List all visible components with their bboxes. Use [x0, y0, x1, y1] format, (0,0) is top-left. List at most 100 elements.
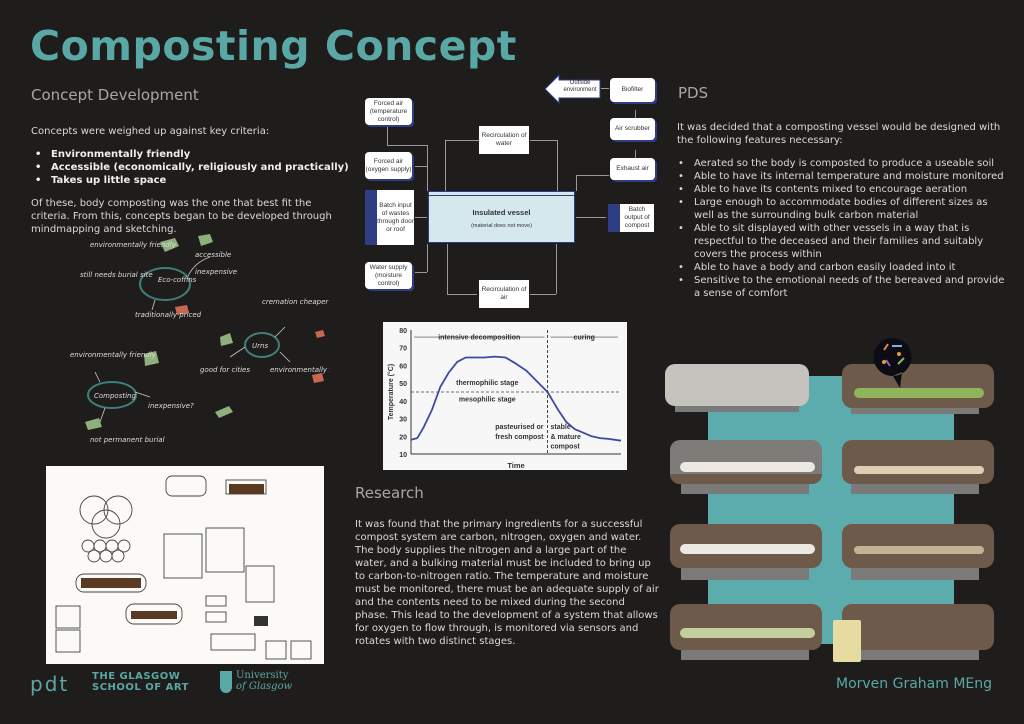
compost-bag-icon: [833, 620, 861, 662]
box-insulated-vessel: Insulated vessel (material does not move…: [428, 191, 575, 243]
annotation-fresh-compost: fresh compost: [495, 434, 544, 441]
pds-heading: PDS: [678, 84, 709, 102]
box-forced-air-oxygen: Forced air (oxygen supply): [365, 152, 412, 179]
pds-item: Able to have its contents mixed to encou…: [678, 183, 1007, 196]
y-tick-label: 50: [399, 381, 407, 388]
annotation-fresh-compost: pasteurised or: [495, 424, 544, 431]
research-heading: Research: [355, 484, 424, 502]
teal-backdrop: [708, 376, 954, 644]
pds-list: Aerated so the body is composted to prod…: [677, 157, 1007, 300]
microbes-callout-icon: [873, 338, 912, 388]
research-body: It was found that the primary ingredient…: [355, 519, 659, 647]
flow-diagram: Forced air (temperature control) Forced …: [355, 70, 665, 310]
empty-vessel-lid: [665, 364, 809, 406]
criteria-item: Accessible (economically, religiously an…: [35, 161, 351, 174]
pds-section: It was decided that a composting vessel …: [677, 121, 1007, 300]
y-tick-label: 30: [399, 417, 407, 424]
x-axis-label: Time: [507, 461, 524, 470]
pdt-logo: pdt: [30, 672, 70, 696]
threshold-label-above: thermophilic stage: [456, 380, 518, 387]
gsa-logo-line: THE GLASGOW: [92, 671, 181, 682]
pds-item: Sensitive to the emotional needs of the …: [678, 274, 1007, 300]
pds-item: Aerated so the body is composted to prod…: [678, 157, 1007, 170]
mindmap-note: environmentally friendly: [270, 366, 330, 374]
sketch-sheet: [46, 466, 324, 664]
body-silhouette: [680, 544, 815, 554]
mindmap-note: environmentally friendly: [70, 351, 157, 359]
pds-item: Large enough to accommodate bodies of di…: [678, 196, 1007, 222]
y-tick-label: 20: [399, 434, 407, 441]
concept-development-section: Concepts were weighed up against key cri…: [31, 125, 351, 236]
gsa-logo-line: SCHOOL OF ART: [92, 682, 189, 693]
mindmap-note: not permanent burial: [90, 436, 165, 444]
box-air-scrubber: Air scrubber: [610, 118, 655, 140]
box-forced-air-temperature: Forced air (temperature control): [365, 98, 412, 125]
annotation-intensive: intensive decomposition: [438, 335, 520, 342]
mindmap-note: environmentally friendly: [90, 241, 177, 249]
mindmap-node-ring: [139, 267, 191, 301]
page-title: Composting Concept: [30, 22, 517, 70]
y-tick-label: 10: [399, 452, 407, 459]
mindmap-note: still needs burial site: [80, 271, 153, 279]
body-silhouette: [854, 466, 984, 474]
vessel-tile-stage-5: [842, 524, 994, 568]
concept-intro: Concepts were weighed up against key cri…: [31, 126, 270, 137]
mindmap-note: accessible: [195, 251, 231, 259]
body-silhouette: [680, 462, 815, 472]
mindmap-label: Urns: [252, 342, 268, 350]
gsa-logo: THE GLASGOW SCHOOL OF ART: [92, 671, 189, 693]
uog-logo: University of Glasgow: [236, 670, 292, 692]
y-tick-label: 60: [399, 363, 407, 370]
vessel-tile-stage-1: [842, 364, 994, 408]
box-recirculation-water: Recirculation of water: [479, 126, 529, 154]
box-biofilter: Biofilter: [610, 78, 655, 102]
mindmap-label: Composting: [94, 392, 136, 400]
box-recirculation-air: Recirculation of air: [479, 280, 529, 308]
threshold-label-below: mesophilic stage: [459, 397, 516, 404]
vessel-tile-stage-2: [670, 440, 822, 484]
mindmap-note: inexpensive?: [148, 402, 194, 410]
uog-logo-line: of Glasgow: [236, 681, 293, 692]
annotation-curing: curing: [574, 335, 595, 342]
concept-conclusion: Of these, body composting was the one th…: [31, 198, 332, 235]
mindmap-node-ring: [244, 332, 280, 358]
mindmap-note: traditionally priced: [135, 311, 202, 319]
vessel-subtitle: (material does not move): [471, 223, 532, 229]
concept-sketches: [55, 475, 312, 660]
criteria-item: Environmentally friendly: [35, 148, 351, 161]
y-tick-label: 80: [399, 328, 407, 335]
author-name: Morven Graham MEng: [836, 676, 993, 692]
annotation-mature-compost: stable: [551, 424, 571, 431]
y-axis-label: Temperature (°C): [387, 364, 395, 420]
pds-intro: It was decided that a composting vessel …: [677, 122, 1001, 146]
criteria-list: Environmentally friendly Accessible (eco…: [31, 148, 351, 187]
annotation-mature-compost: & mature: [551, 434, 581, 441]
concept-development-heading: Concept Development: [31, 86, 199, 104]
mindmap-label: Eco-coffins: [158, 276, 197, 284]
vessel-illustration: [665, 338, 995, 678]
outside-environment-arrow-icon: [545, 74, 601, 104]
annotation-mature-compost: compost: [551, 444, 581, 451]
mindmap-note: inexpensive: [195, 268, 237, 276]
box-water-supply: Water supply (moisture control): [365, 262, 412, 289]
body-silhouette: [680, 628, 815, 638]
uog-logo-line: University: [236, 670, 289, 681]
vessel-tile-stage-3: [842, 440, 994, 484]
vessel-tile-stage-6: [670, 604, 822, 650]
mindmap-note: cremation cheaper & practical: [262, 298, 330, 306]
uog-crest-icon: [220, 671, 232, 693]
box-exhaust-air: Exhaust air: [610, 158, 655, 180]
pds-item: Able to have its internal temperature an…: [678, 170, 1007, 183]
box-batch-output: Batch output of compost: [620, 204, 654, 232]
vessel-title: Insulated vessel: [472, 208, 531, 217]
vessel-tile-stage-7: [842, 604, 994, 650]
body-silhouette: [854, 546, 984, 554]
mindmap-note: good for cities: [200, 366, 250, 374]
criteria-item: Takes up little space: [35, 174, 351, 187]
pds-item: Able to have a body and carbon easily lo…: [678, 261, 1007, 274]
temperature-line: [410, 355, 622, 442]
y-tick-label: 40: [399, 399, 407, 406]
box-batch-input: Batch input of wastes through door or ro…: [377, 190, 414, 245]
